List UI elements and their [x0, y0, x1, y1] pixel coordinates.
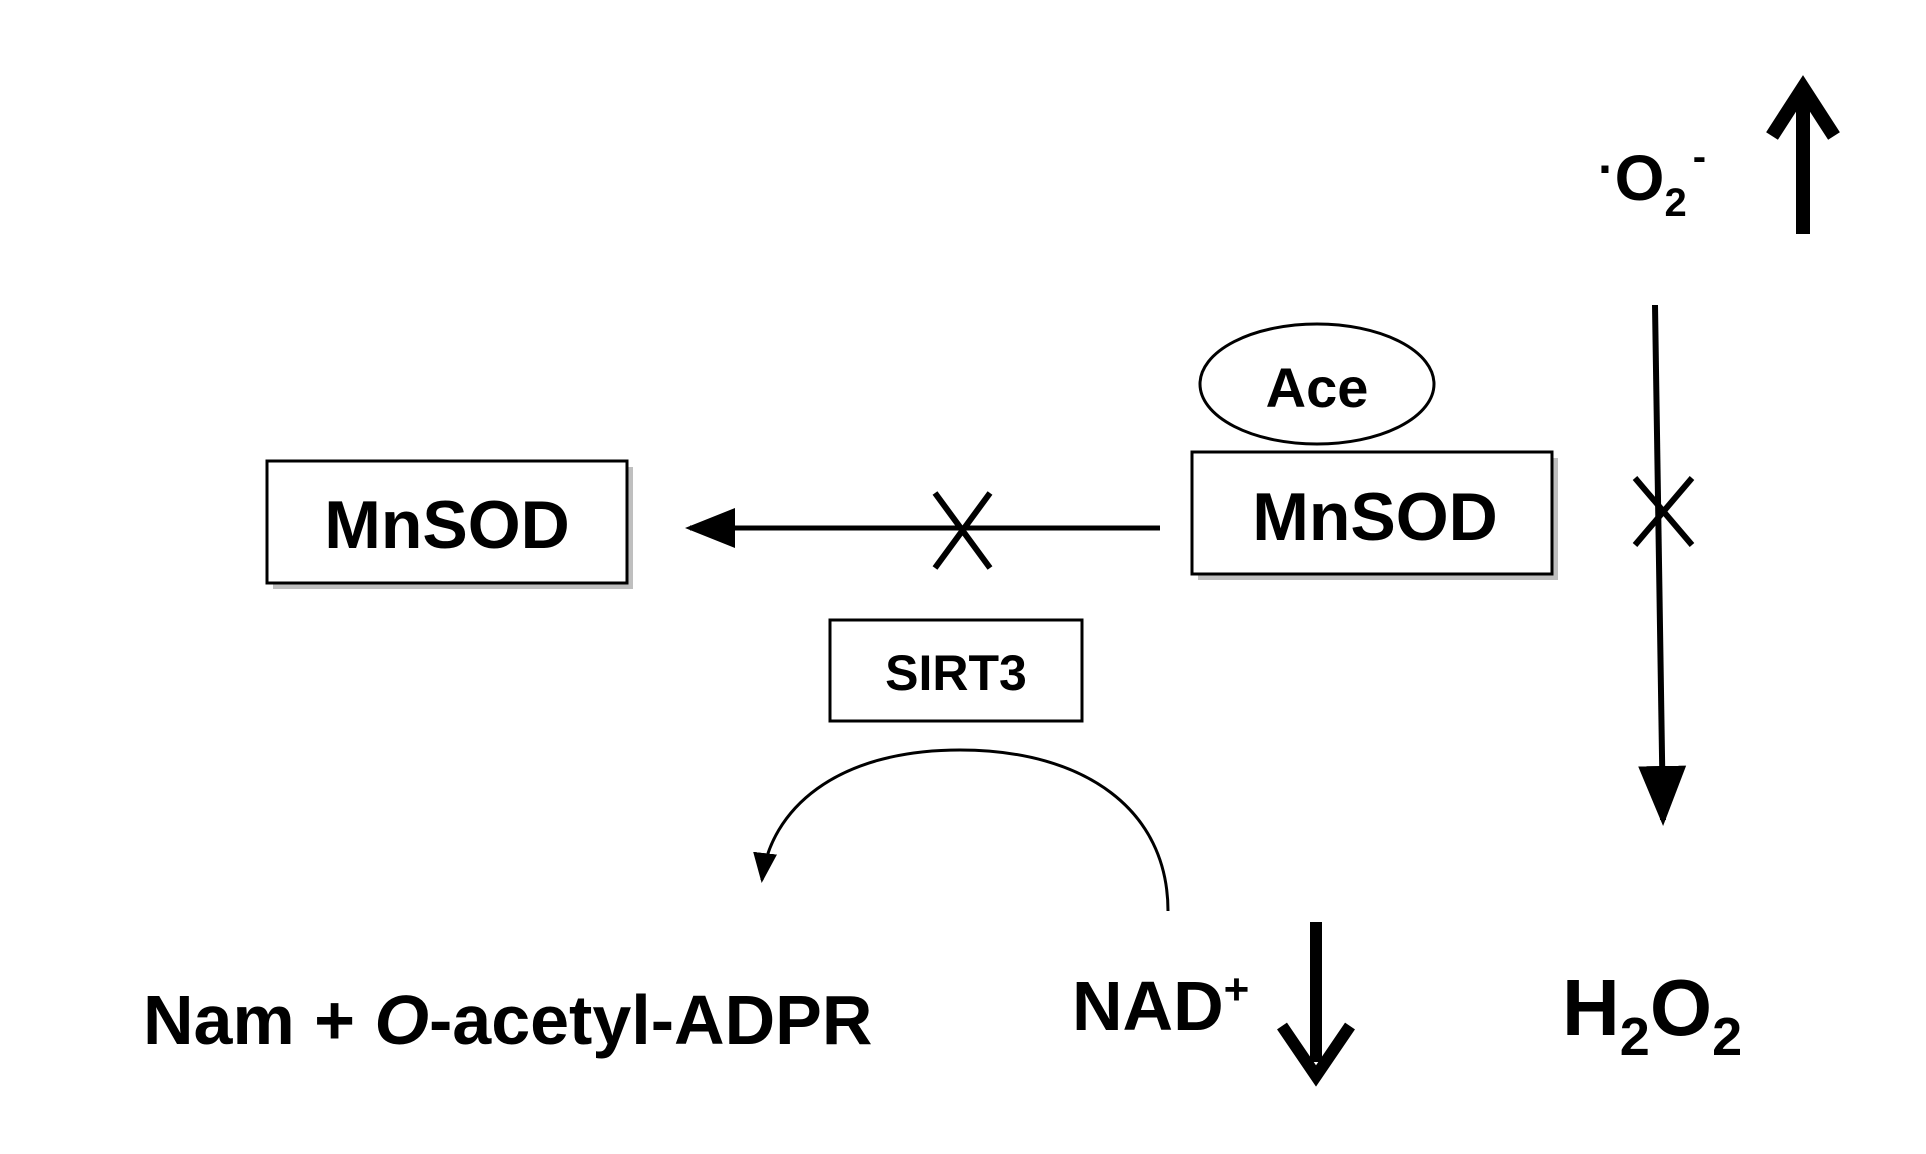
superoxide-label: ·O2- — [1598, 135, 1706, 225]
mnsod-acetylated-node: MnSOD — [1190, 450, 1558, 580]
acetyl-group-label: Ace — [1266, 356, 1369, 419]
sirt3-label: SIRT3 — [885, 645, 1027, 701]
products-label: Nam + O-acetyl-ADPR — [143, 981, 872, 1059]
blocked-deacetylation-x-icon — [932, 491, 993, 570]
sirt3-node: SIRT3 — [828, 618, 1084, 723]
mnsod-deacetylated-node: MnSOD — [265, 459, 633, 589]
mnsod-deacetylated-label: MnSOD — [324, 487, 570, 563]
nad-decrease-arrow-icon — [1277, 922, 1355, 1087]
nad-consumption-curved-arrow — [753, 748, 1170, 912]
mnsod-acetylated-label: MnSOD — [1252, 479, 1498, 555]
hydrogen-peroxide-label: H2O2 — [1562, 963, 1742, 1067]
acetyl-group-node: Ace — [1198, 322, 1436, 446]
blocked-dismutation-x-icon — [1632, 476, 1695, 547]
dismutation-arrow — [1638, 304, 1687, 826]
nad-label: NAD+ — [1072, 965, 1249, 1045]
superoxide-increase-arrow-icon — [1766, 75, 1840, 234]
